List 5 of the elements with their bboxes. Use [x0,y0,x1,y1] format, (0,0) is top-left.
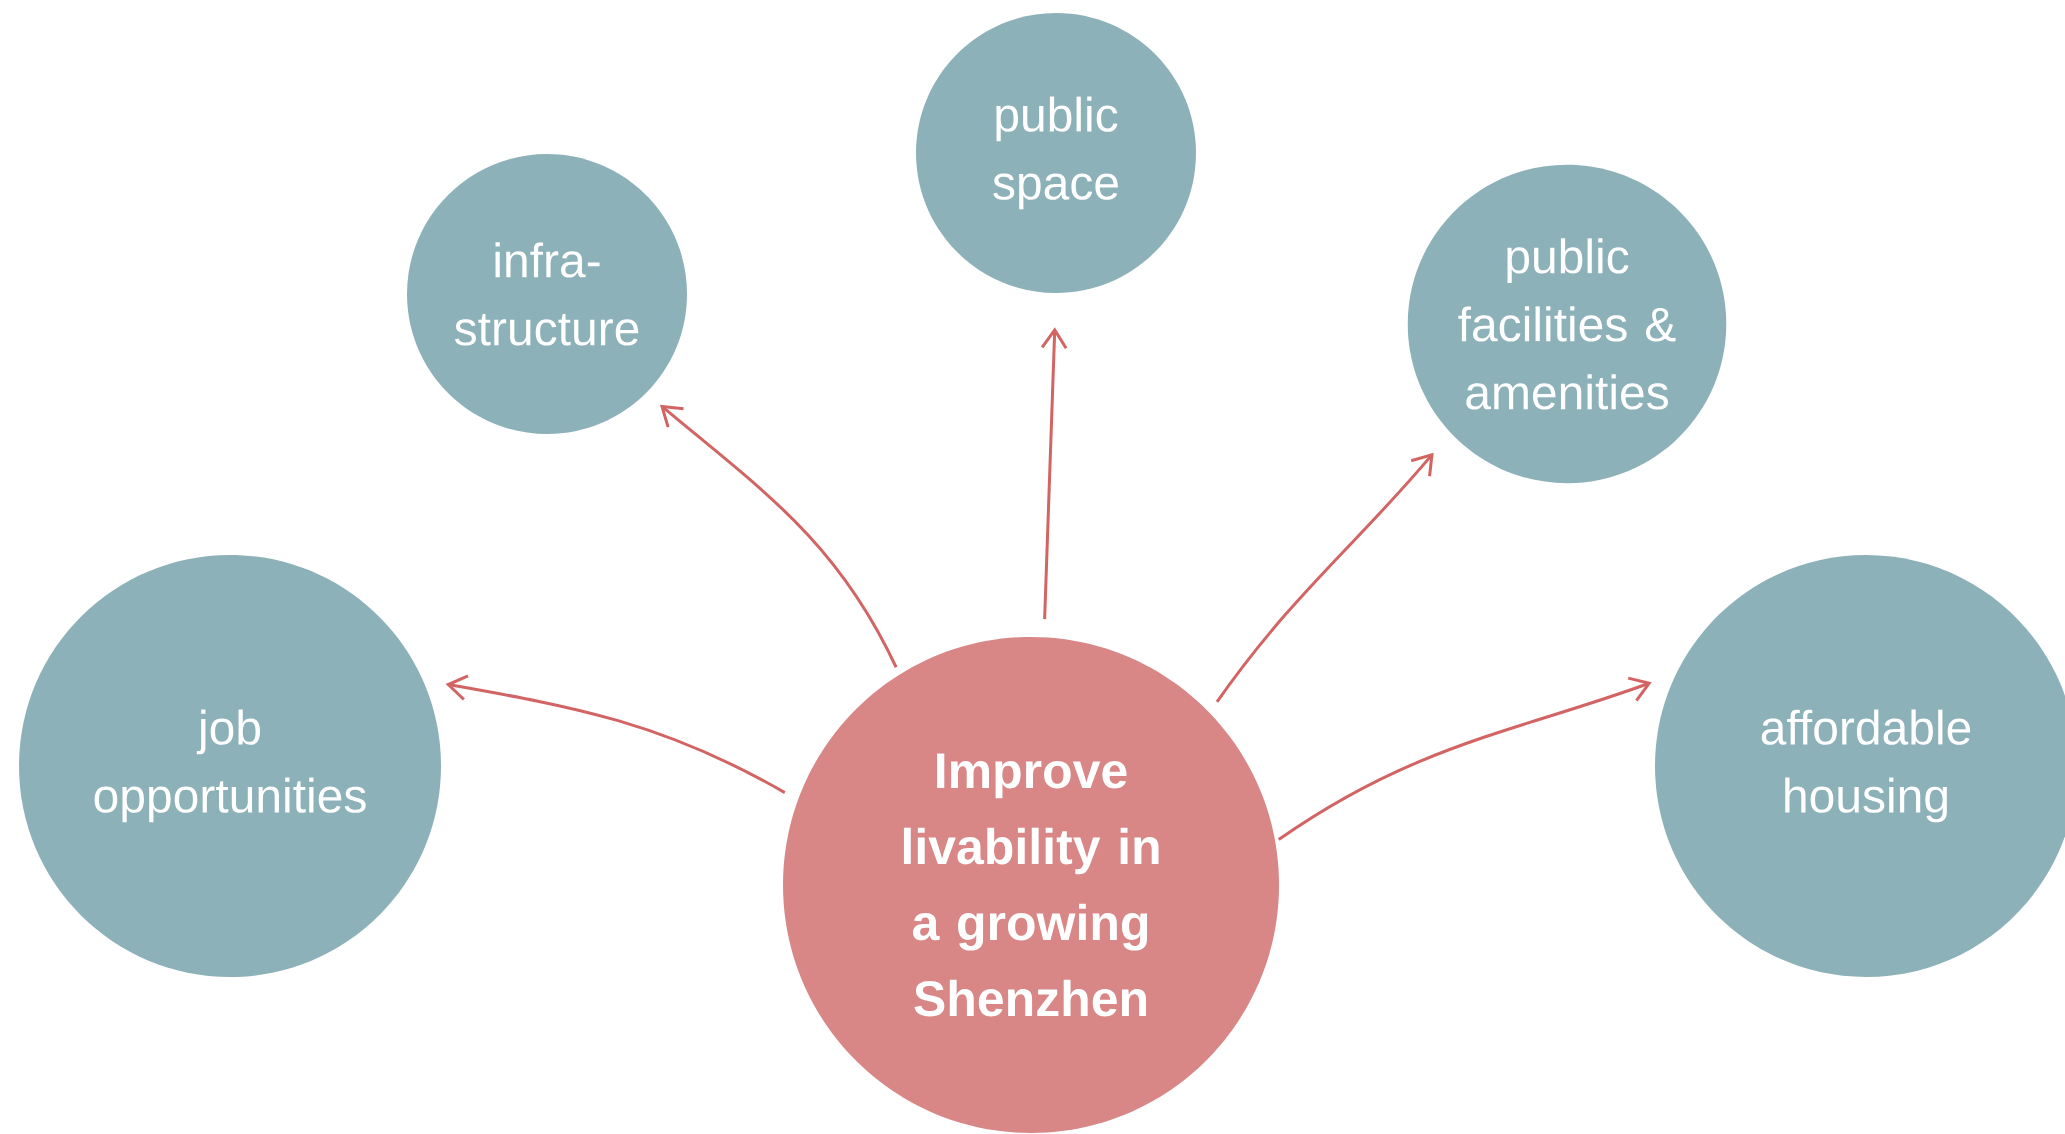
arrow [1040,327,1068,620]
arrow [1277,676,1652,841]
arrow [1215,452,1434,703]
arrow [659,404,898,668]
arrow [445,674,786,794]
